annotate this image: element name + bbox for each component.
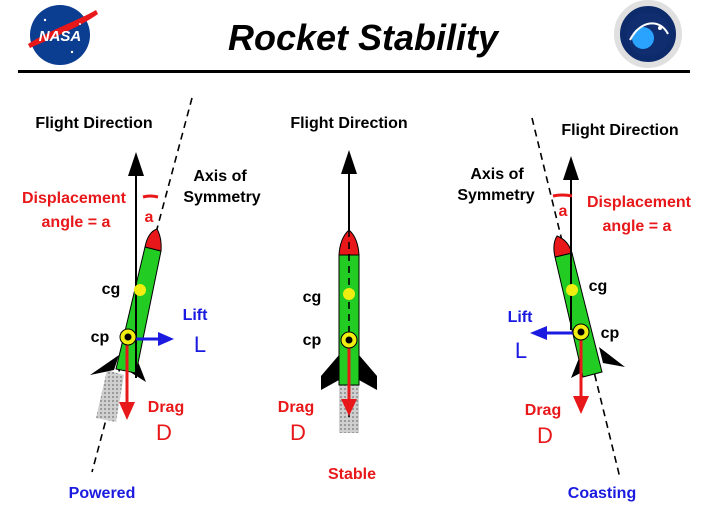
flight-direction-arrowhead [341, 150, 357, 174]
lift-arrowhead [530, 326, 547, 340]
caption-stable: Stable [328, 466, 376, 483]
drag-label: Drag [278, 399, 314, 416]
rocket-fin-right [599, 347, 625, 367]
angle-symbol: a [145, 209, 154, 226]
nasa-logo: NASA [28, 5, 98, 65]
flight-direction-arrowhead [128, 152, 144, 176]
exploration-logo [614, 0, 682, 68]
cg-label: cg [102, 281, 121, 298]
axis-label-line1: Axis of [193, 168, 247, 185]
flight-direction-label: Flight Direction [561, 122, 678, 139]
cg-marker [134, 284, 146, 296]
displacement-angle-arc [142, 194, 159, 199]
cp-marker-center [124, 333, 132, 341]
axis-label-line1: Axis of [470, 166, 524, 183]
lift-label: Lift [508, 309, 534, 326]
rocket-fin-left [321, 355, 339, 390]
cg-label: cg [303, 289, 322, 306]
drag-symbol: D [290, 420, 306, 445]
caption-powered: Powered [69, 485, 136, 502]
rocket-fin-left [90, 355, 119, 375]
panel-coasting: Flight Direction Axis of Symmetry Displa… [457, 117, 692, 502]
cg-label: cg [589, 278, 608, 295]
angle-symbol: a [559, 203, 568, 220]
page-title: Rocket Stability [228, 17, 500, 58]
cg-marker [566, 284, 578, 296]
caption-coasting: Coasting [568, 485, 636, 502]
drag-arrowhead [573, 396, 589, 414]
title-underline [18, 70, 690, 73]
panel-powered: Flight Direction Axis of Symmetry Displa… [22, 97, 261, 502]
displacement-label-line1: Displacement [22, 190, 127, 207]
flight-direction-label: Flight Direction [290, 115, 407, 132]
panel-stable: Flight Direction cg cp Drag D Stable [278, 115, 408, 483]
rocket-body [115, 246, 162, 374]
flight-direction-arrowhead [563, 156, 579, 180]
cp-label: cp [601, 325, 620, 342]
lift-symbol: L [515, 338, 527, 363]
nasa-logo-text: NASA [39, 28, 82, 45]
drag-label: Drag [148, 399, 184, 416]
displacement-label-line1: Displacement [587, 194, 692, 211]
rocket-body [554, 252, 603, 378]
rocket-nose [553, 235, 573, 258]
drag-label: Drag [525, 402, 561, 419]
axis-label-line2: Symmetry [457, 187, 534, 204]
drag-symbol: D [537, 423, 553, 448]
rocket-nose [144, 228, 162, 252]
cp-marker-center [577, 328, 585, 336]
lift-arrowhead [158, 332, 174, 346]
displacement-angle-arc [552, 193, 573, 198]
rocket-fin-right [359, 355, 377, 390]
drag-symbol: D [156, 420, 172, 445]
lift-label: Lift [183, 307, 209, 324]
drag-arrowhead [119, 402, 135, 420]
displacement-label-line2: angle = a [603, 218, 672, 235]
cg-marker [343, 288, 355, 300]
lift-symbol: L [194, 332, 206, 357]
exhaust-plume [96, 370, 124, 422]
cp-marker-center [345, 336, 353, 344]
axis-label-line2: Symmetry [183, 189, 260, 206]
cp-label: cp [303, 332, 322, 349]
flight-direction-label: Flight Direction [35, 115, 152, 132]
drag-arrowhead [341, 399, 357, 416]
cp-label: cp [91, 329, 110, 346]
displacement-label-line2: angle = a [42, 214, 111, 231]
